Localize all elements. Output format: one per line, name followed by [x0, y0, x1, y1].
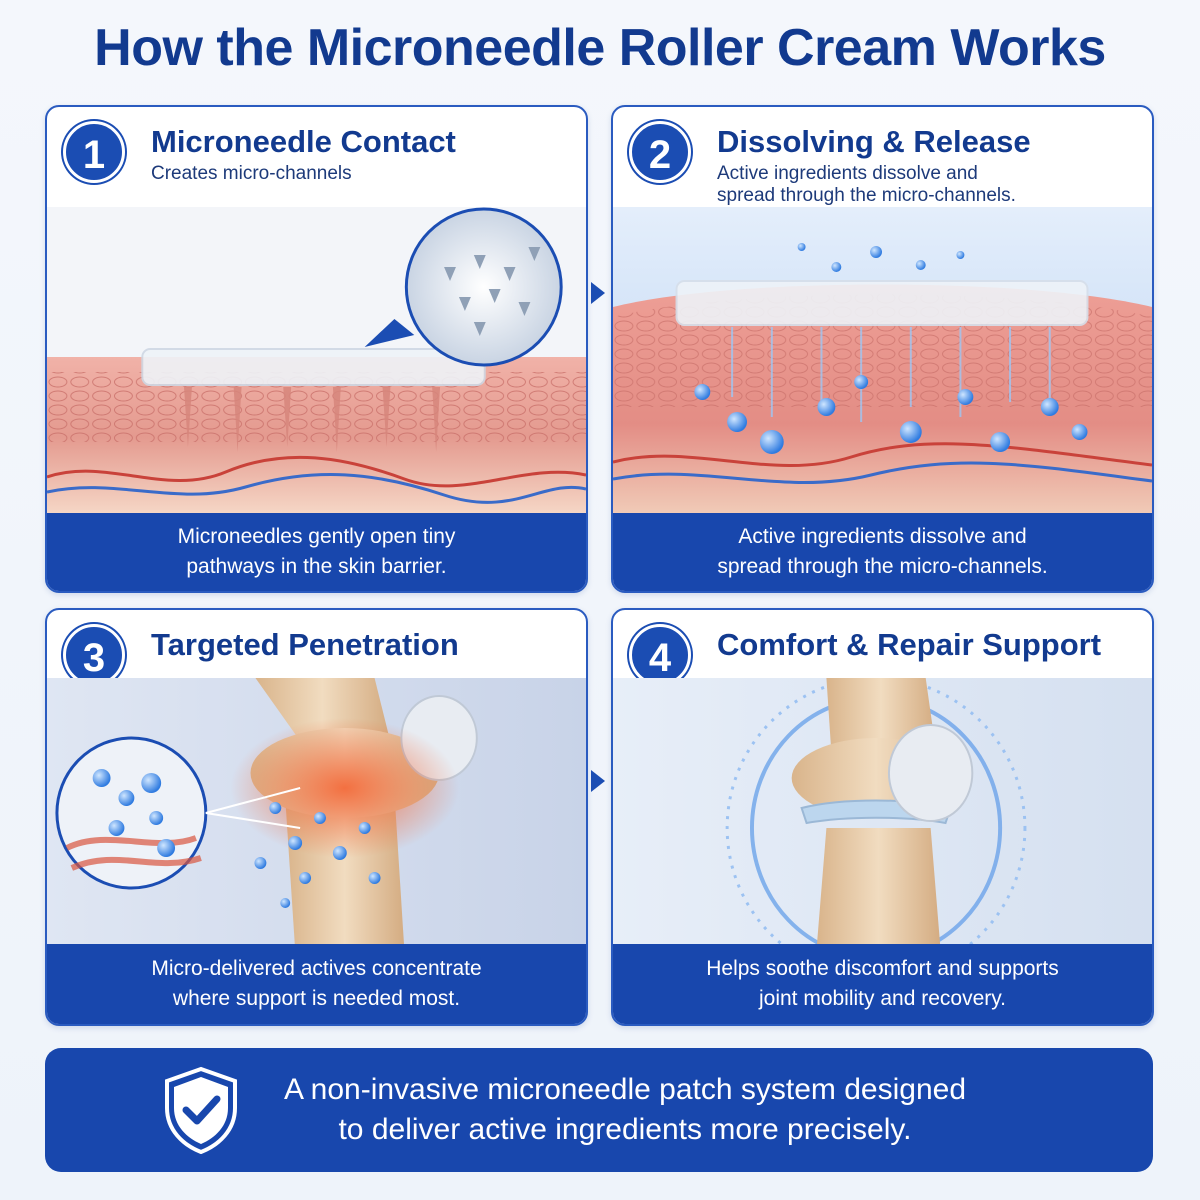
next-step-arrow: [591, 770, 605, 792]
step-caption: Active ingredients dissolve and spread t…: [613, 513, 1152, 591]
caption-line: Active ingredients dissolve and: [738, 525, 1027, 548]
caption-line: joint mobility and recovery.: [758, 987, 1007, 1010]
step-number-badge: 4: [629, 624, 691, 686]
skin-microneedle-illustration: [47, 207, 586, 517]
step-subtitle-line: Active ingredients dissolve and: [717, 163, 978, 184]
knee-repair-illustration: [613, 678, 1152, 950]
summary-line: A non-invasive microneedle patch system …: [283, 1073, 967, 1106]
step-subtitle: Creates micro-channels: [151, 163, 571, 185]
caption-line: pathways in the skin barrier.: [186, 555, 447, 578]
step-subtitle-line: spread through the micro-channels.: [717, 185, 1016, 206]
knee-penetration-illustration: [47, 678, 586, 950]
caption-line: Microneedles gently open tiny: [177, 525, 456, 548]
step-panel-1: 1 Microneedle Contact Creates micro-chan…: [45, 105, 588, 593]
step-panel-4: 4 Comfort & Repair Support Helps soothe …: [611, 608, 1154, 1026]
step-title: Dissolving & Release: [717, 124, 1031, 159]
next-step-arrow: [591, 282, 605, 304]
step-panel-2: 2 Dissolving & Release Active ingredient…: [611, 105, 1154, 593]
summary-line: to deliver active ingredients more preci…: [338, 1113, 912, 1146]
step-number-badge: 2: [629, 121, 691, 183]
caption-line: spread through the micro-channels.: [717, 555, 1048, 578]
step-number-badge: 1: [63, 121, 125, 183]
step-caption: Microneedles gently open tiny pathways i…: [47, 513, 586, 591]
summary-banner: A non-invasive microneedle patch system …: [45, 1048, 1153, 1172]
caption-line: Helps soothe discomfort and supports: [706, 957, 1059, 980]
caption-line: Micro-delivered actives concentrate: [151, 957, 482, 980]
step-title: Targeted Penetration: [151, 627, 459, 662]
step-subtitle-line: Creates micro-channels: [151, 163, 352, 184]
step-caption: Micro-delivered actives concentrate wher…: [47, 944, 586, 1024]
step-title: Microneedle Contact: [151, 124, 456, 159]
step-title: Comfort & Repair Support: [717, 627, 1102, 662]
step-subtitle: Active ingredients dissolve and spread t…: [717, 163, 1137, 207]
step-caption: Helps soothe discomfort and supports joi…: [613, 944, 1152, 1024]
caption-line: where support is needed most.: [172, 987, 461, 1010]
summary-text: A non-invasive microneedle patch system …: [275, 1070, 975, 1150]
page-title: How the Microneedle Roller Cream Works: [94, 19, 1106, 77]
step-number-badge: 3: [63, 624, 125, 686]
dissolving-release-illustration: [613, 207, 1152, 517]
shield-check-icon: [165, 1066, 237, 1154]
step-panel-3: 3 Targeted Penetration: [45, 608, 588, 1026]
